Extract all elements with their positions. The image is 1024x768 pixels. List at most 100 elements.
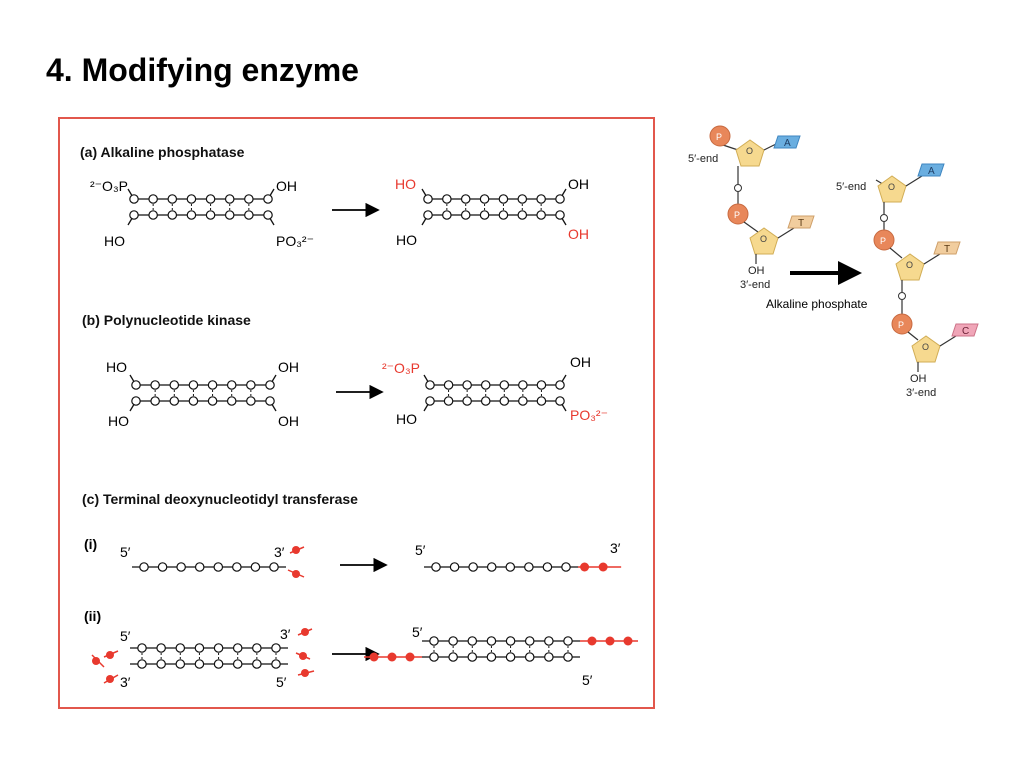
added-nucleotide xyxy=(387,652,397,662)
nucleotide xyxy=(157,562,168,572)
label-5-prime: 5′ xyxy=(120,544,131,560)
dna-fragment-after: 5′-end O A P O T P O C OH 3′-end xyxy=(836,163,979,399)
nucleotide xyxy=(167,194,178,204)
nucleotide xyxy=(563,636,573,646)
nucleotide xyxy=(148,194,158,204)
added-nucleotide xyxy=(587,636,597,646)
nucleotide xyxy=(226,380,237,390)
three-end-label: 3′-end xyxy=(906,387,936,399)
nucleotide xyxy=(194,643,205,653)
nucleotide xyxy=(425,380,435,390)
nucleotide xyxy=(467,636,478,646)
panel-b-right-duplex: ²⁻O₃P OH HO PO₃²⁻ xyxy=(382,354,608,427)
nucleotide xyxy=(555,396,565,406)
nucleotide xyxy=(186,210,197,220)
five-end-label: 5′-end xyxy=(836,181,866,193)
phosphate-group xyxy=(709,125,731,147)
nucleotide xyxy=(555,194,565,204)
sugar-ring xyxy=(877,175,907,203)
label-5-prime-top: 5′ xyxy=(412,624,423,640)
base-a xyxy=(917,163,945,177)
nucleotide xyxy=(244,210,254,220)
free-nucleotide xyxy=(103,674,119,684)
label-top-left: HO xyxy=(106,359,127,375)
five-end-label: 5′-end xyxy=(688,153,718,165)
nucleotide xyxy=(480,396,491,406)
base-label: T xyxy=(944,244,950,255)
nucleotide xyxy=(194,659,205,669)
nucleotide xyxy=(188,396,199,406)
nucleotide xyxy=(486,652,497,662)
nucleotide xyxy=(232,659,243,669)
nucleotide xyxy=(423,210,433,220)
nucleotide xyxy=(467,652,478,662)
nucleotide xyxy=(232,562,242,572)
label-5-prime-bottom: 5′ xyxy=(582,672,593,688)
free-nucleotide xyxy=(295,652,311,660)
nucleotide xyxy=(518,380,528,390)
nucleotide xyxy=(175,643,186,653)
nucleotide xyxy=(555,380,565,390)
nucleotide xyxy=(137,643,147,653)
added-nucleotide xyxy=(369,652,379,662)
phosphate-label: P xyxy=(898,320,904,330)
nucleotide xyxy=(207,380,218,390)
nucleotide xyxy=(224,194,235,204)
nucleotide xyxy=(129,210,139,220)
nucleotide xyxy=(246,396,256,406)
nucleotide xyxy=(498,194,509,204)
nucleotide xyxy=(169,380,180,390)
nucleotide xyxy=(252,659,262,669)
phosphate-label: P xyxy=(716,132,722,142)
svg-text:O: O xyxy=(746,146,753,156)
panel-c-i-label: (i) xyxy=(84,536,97,552)
three-end-label: 3′-end xyxy=(740,279,770,291)
nucleotide xyxy=(139,562,149,572)
nucleotide xyxy=(524,562,534,572)
sugar-ring xyxy=(749,227,779,255)
nucleotide xyxy=(486,636,497,646)
free-nucleotide xyxy=(289,546,305,554)
nucleotide xyxy=(213,562,224,572)
alkaline-phosphate-diagram: P O A 5′-end P O T OH 3′-end Alkaline ph… xyxy=(688,125,979,399)
nucleotide xyxy=(271,659,281,669)
nucleotide xyxy=(226,396,237,406)
panel-b-heading: (b) Polynucleotide kinase xyxy=(82,312,251,328)
panel-a-heading: (a) Alkaline phosphatase xyxy=(80,144,245,160)
nucleotide xyxy=(429,636,439,646)
nucleotide xyxy=(536,380,547,390)
label-3-prime: 3′ xyxy=(610,540,621,556)
nucleotide xyxy=(524,636,535,646)
nucleotide xyxy=(443,396,454,406)
added-nucleotide xyxy=(405,652,415,662)
nucleotide xyxy=(544,652,554,662)
nucleotide xyxy=(460,194,471,204)
panel-c-i-right-strand: 5′ 3′ xyxy=(415,540,622,572)
nucleotide xyxy=(167,210,178,220)
nucleotide xyxy=(462,396,472,406)
nucleotide xyxy=(536,396,547,406)
base-c xyxy=(951,323,979,337)
label-3-prime-top: 3′ xyxy=(280,626,291,642)
base-a xyxy=(773,135,801,149)
nucleotide xyxy=(563,652,573,662)
nucleotide xyxy=(250,562,261,572)
enzyme-figure-panel: (a) Alkaline phosphatase ²⁻O₃P OH HO PO₃… xyxy=(58,117,655,709)
nucleotide xyxy=(517,194,528,204)
nucleotide xyxy=(544,636,554,646)
phosphate-label: P xyxy=(734,210,740,220)
nucleotide xyxy=(148,210,158,220)
base-label: C xyxy=(962,326,969,337)
dna-fragment-before: P O A 5′-end P O T OH 3′-end xyxy=(688,125,815,291)
nucleotide xyxy=(244,194,254,204)
nucleotide xyxy=(499,396,510,406)
nucleotide xyxy=(425,396,435,406)
label-top-right: OH xyxy=(570,354,591,370)
nucleotide xyxy=(186,194,197,204)
nucleotide xyxy=(443,380,454,390)
free-nucleotide xyxy=(287,569,305,578)
nucleotide xyxy=(213,659,224,669)
panel-a-right-duplex: HO OH HO OH xyxy=(395,176,589,248)
nucleotide xyxy=(137,659,147,669)
label-bottom-right: PO₃²⁻ xyxy=(276,233,314,249)
